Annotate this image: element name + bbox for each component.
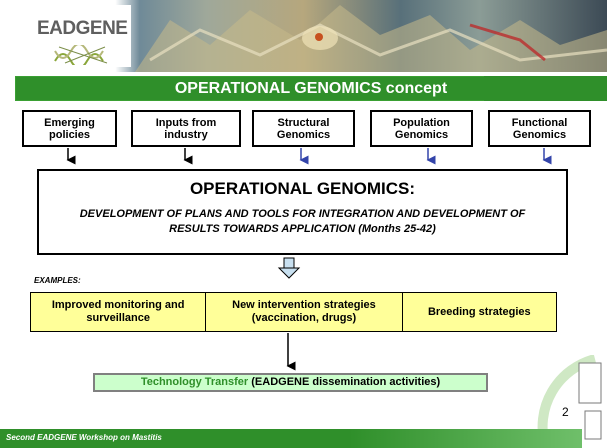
example-intervention: New intervention strategies (vaccination… [206,293,403,331]
main-title: OPERATIONAL GENOMICS: [189,179,416,198]
box-inputs-from-industry: Inputs from industry [131,110,241,147]
technology-transfer-text: (EADGENE dissemination activities) [251,376,441,388]
block-down-arrow [277,257,301,279]
page-number: 2 [562,405,569,419]
box-functional-genomics: Functional Genomics [488,110,591,147]
examples-row: Improved monitoring and surveillance New… [30,292,557,332]
eadgene-logo: EADGENE [15,5,131,67]
main-subtitle-line2: RESULTS TOWARDS APPLICATION (Months 25-4… [169,223,436,235]
technology-transfer-highlight: Technology Transfer [140,376,249,388]
box-structural-genomics: Structural Genomics [252,110,355,147]
footer-text: Second EADGENE Workshop on Mastitis [6,433,162,442]
example-breeding: Breeding strategies [402,293,556,331]
page-title: OPERATIONAL GENOMICS concept [174,80,448,97]
logo-text: EADGENE [37,18,128,39]
header-banner: EADGENE [0,0,607,72]
title-bar [15,76,607,101]
operational-genomics-box: OPERATIONAL GENOMICS: DEVELOPMENT OF PLA… [37,169,568,255]
logo-weave-icon [54,45,108,65]
examples-label: EXAMPLES: [34,276,81,285]
box-population-genomics: Population Genomics [370,110,473,147]
main-subtitle-line1: DEVELOPMENT OF PLANS AND TOOLS FOR INTEG… [79,208,526,220]
footer-bar: Second EADGENE Workshop on Mastitis [0,429,582,448]
example-monitoring: Improved monitoring and surveillance [31,293,207,331]
technology-transfer-box: Technology Transfer (EADGENE disseminati… [93,373,488,392]
banner-landscape-image [135,5,607,72]
box-emerging-policies: Emerging policies [22,110,117,147]
